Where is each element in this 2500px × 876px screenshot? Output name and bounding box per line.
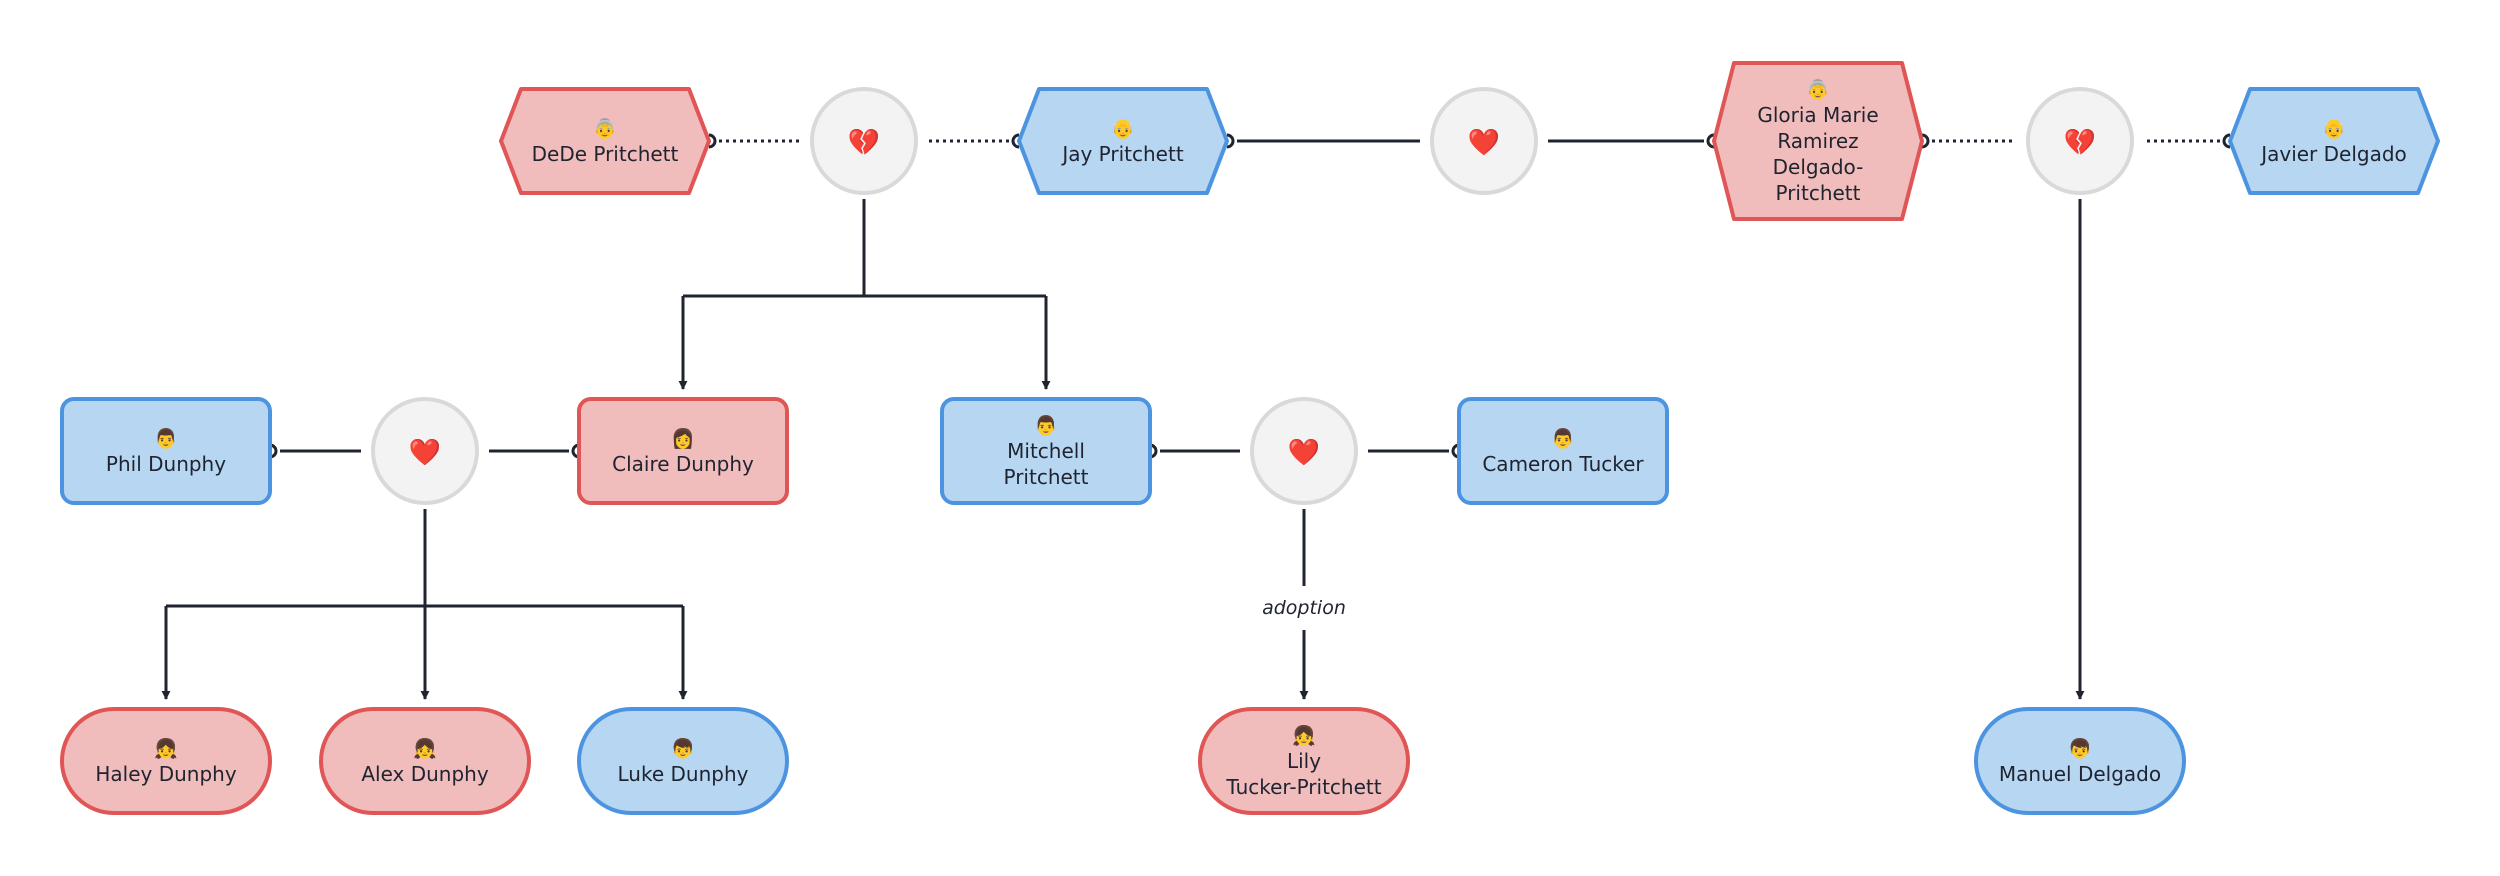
person-luke[interactable]: 👦Luke Dunphy	[577, 707, 789, 815]
person-shape	[1457, 397, 1669, 505]
person-emoji-icon: 👴	[2322, 118, 2346, 140]
partner-link-end	[1226, 133, 1235, 149]
partner-link-end	[1706, 133, 1715, 149]
person-shape	[577, 707, 789, 815]
person-emoji-icon: 👧	[1292, 724, 1316, 747]
person-name: Jay Pritchett	[1060, 142, 1183, 166]
person-phil[interactable]: 👨Phil Dunphy	[60, 397, 272, 505]
person-shape	[940, 397, 1152, 505]
union-mitchell_cameron: ❤️	[1250, 397, 1358, 505]
unions-layer: 💔 ❤️ 💔 ❤️ ❤️	[371, 87, 2134, 505]
person-manuel[interactable]: 👦Manuel Delgado	[1974, 707, 2186, 815]
union-circle	[2026, 87, 2134, 195]
heart-icon: ❤️	[1468, 128, 1501, 158]
person-shape	[319, 707, 531, 815]
person-jay[interactable]: 👴Jay Pritchett	[1017, 87, 1229, 195]
union-dede_jay: 💔	[810, 87, 918, 195]
person-emoji-icon: 👩	[671, 427, 695, 450]
person-emoji-icon: 👵	[593, 117, 617, 140]
person-shape	[499, 87, 711, 195]
person-emoji-icon: 👦	[2068, 737, 2092, 760]
union-circle	[1250, 397, 1358, 505]
person-emoji-icon: 👦	[671, 737, 695, 760]
person-emoji-icon: 👵	[1806, 78, 1830, 101]
person-name: Haley Dunphy	[95, 762, 236, 786]
person-name: DeDe Pritchett	[532, 142, 679, 166]
partner-link-end	[1011, 133, 1020, 149]
people-layer: 👵DeDe Pritchett👴Jay Pritchett👵Gloria Mar…	[60, 61, 2440, 815]
union-circle	[810, 87, 918, 195]
person-claire[interactable]: 👩Claire Dunphy	[577, 397, 789, 505]
person-name: Cameron Tucker	[1482, 452, 1644, 476]
person-haley[interactable]: 👧Haley Dunphy	[60, 707, 272, 815]
person-shape	[1974, 707, 2186, 815]
person-emoji-icon: 👧	[413, 737, 437, 760]
union-circle	[1430, 87, 1538, 195]
person-name: Manuel Delgado	[1999, 762, 2161, 786]
person-dede[interactable]: 👵DeDe Pritchett	[499, 87, 711, 195]
union-jay_gloria: ❤️	[1430, 87, 1538, 195]
person-shape	[1198, 707, 1410, 815]
person-name: Alex Dunphy	[361, 762, 489, 786]
person-emoji-icon: 👴	[1111, 118, 1135, 140]
person-name: Javier Delgado	[2259, 142, 2407, 166]
union-phil_claire: ❤️	[371, 397, 479, 505]
person-shape	[2228, 87, 2440, 195]
person-shape	[1712, 61, 1924, 221]
partner-link-end	[708, 133, 717, 149]
person-emoji-icon: 👧	[154, 737, 178, 760]
person-shape	[1017, 87, 1229, 195]
person-alex[interactable]: 👧Alex Dunphy	[319, 707, 531, 815]
union-circle	[371, 397, 479, 505]
person-name: Luke Dunphy	[618, 762, 749, 786]
person-name: Claire Dunphy	[612, 452, 754, 476]
heart-icon: ❤️	[1288, 438, 1321, 468]
person-shape	[60, 707, 272, 815]
union-gloria_javier: 💔	[2026, 87, 2134, 195]
partner-link-end	[2222, 133, 2231, 149]
person-emoji-icon: 👨	[1551, 427, 1575, 450]
person-emoji-icon: 👨	[1034, 414, 1058, 437]
broken-heart-icon: 💔	[848, 128, 881, 158]
person-cameron[interactable]: 👨Cameron Tucker	[1457, 397, 1669, 505]
person-javier[interactable]: 👴Javier Delgado	[2228, 87, 2440, 195]
person-shape	[60, 397, 272, 505]
broken-heart-icon: 💔	[2064, 128, 2097, 158]
person-shape	[577, 397, 789, 505]
edge-label-lily: adoption	[1262, 597, 1346, 619]
partner-link-end	[1921, 133, 1930, 149]
heart-icon: ❤️	[409, 438, 442, 468]
connections-layer: adoption	[161, 133, 2231, 700]
person-emoji-icon: 👨	[154, 427, 178, 450]
person-name: Phil Dunphy	[106, 452, 226, 476]
